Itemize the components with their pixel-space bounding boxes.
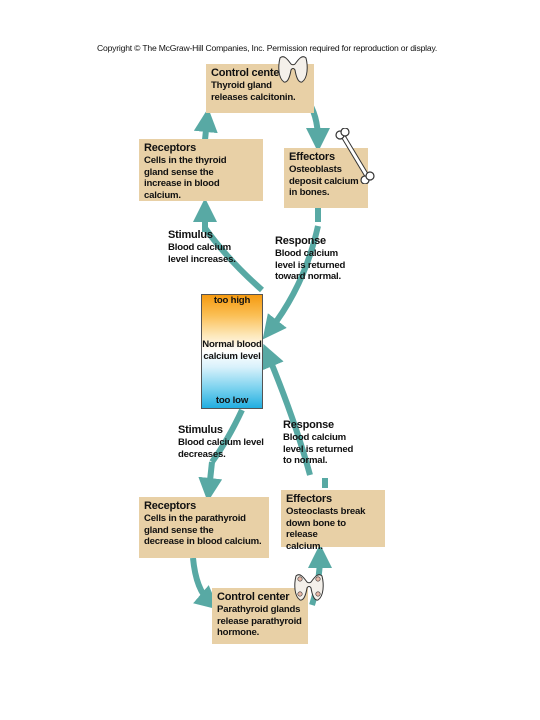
arrow-stimulus-to-receptors-bottom	[198, 461, 223, 502]
box-title: Effectors	[289, 151, 335, 163]
arrow-low-to-stimulus	[209, 408, 245, 464]
receptors-parathyroid: Receptors Cells in the parathyroid gland…	[139, 497, 269, 558]
receptors-thyroid: Receptors Cells in the thyroid gland sen…	[139, 139, 263, 201]
thyroid-gland-icon	[278, 56, 308, 83]
box-title: Receptors	[144, 500, 196, 512]
box-title: Control center	[211, 67, 284, 79]
arrow-receptors-to-control-bottom	[190, 557, 220, 610]
stimulus-decrease: Stimulus Blood calcium level decreases.	[178, 424, 264, 460]
effectors-osteoblasts: Effectors Osteoblasts deposit calcium in…	[284, 148, 368, 208]
arrow-receptors-to-control	[193, 108, 218, 141]
response-toward-normal: Response Blood calcium level is returned…	[275, 235, 346, 282]
box-title: Control center	[217, 591, 290, 603]
box-title: Effectors	[286, 493, 332, 505]
stimulus-increase: Stimulus Blood calcium level increases.	[168, 229, 236, 265]
gauge-too-low: too low	[215, 395, 249, 406]
response-to-normal: Response Blood calcium level is returned…	[283, 419, 354, 466]
effectors-osteoclasts: Effectors Osteoclasts break down bone to…	[281, 490, 385, 552]
arrow-response-to-normal-bottom	[261, 343, 313, 476]
control-center-parathyroid: Control center Parathyroid glands releas…	[212, 588, 308, 644]
parathyroid-gland-icon	[294, 574, 324, 601]
box-title: Receptors	[144, 142, 196, 154]
arrow-response-to-normal	[262, 225, 321, 340]
arrow-high-to-stimulus	[202, 226, 264, 293]
gauge-too-high: too high	[213, 295, 251, 306]
copyright-notice: Copyright © The McGraw-Hill Companies, I…	[97, 43, 438, 53]
calcium-level-gauge: too high Normal blood calcium level too …	[201, 294, 263, 409]
gauge-normal: Normal blood calcium level	[202, 339, 262, 362]
bone-icon	[335, 128, 375, 184]
